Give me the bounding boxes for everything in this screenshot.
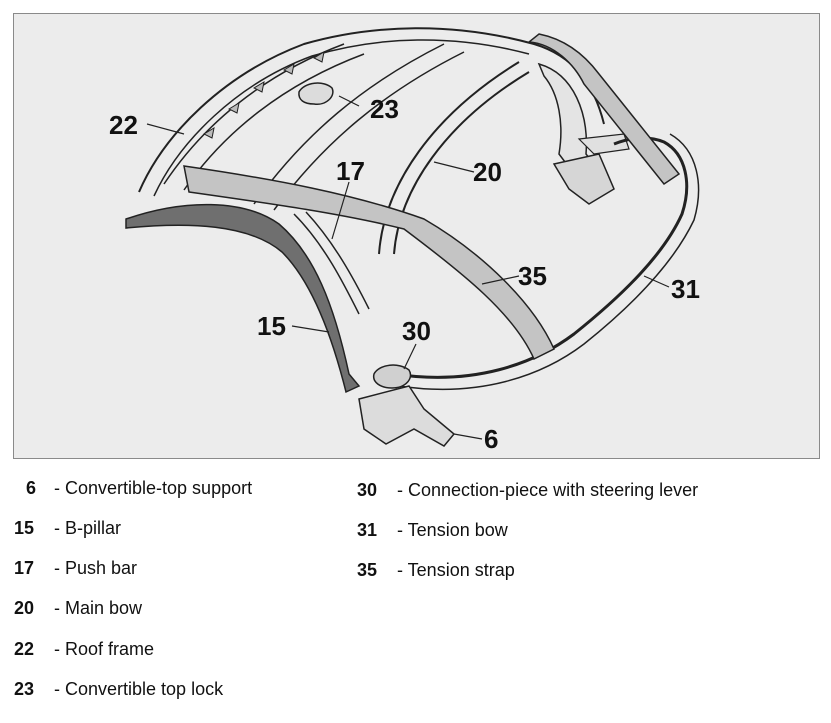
callout-31: 31 bbox=[671, 274, 700, 304]
legend-text: - B-pillar bbox=[54, 518, 122, 538]
legend-number: 35 bbox=[357, 560, 378, 580]
legend-text: - Tension strap bbox=[397, 560, 515, 580]
callout-22: 22 bbox=[109, 110, 138, 140]
rail-details bbox=[202, 50, 325, 139]
legend-number: 15 bbox=[14, 518, 35, 538]
legend-item: 20 - Main bow bbox=[14, 597, 142, 619]
legend-text: - Convertible-top support bbox=[54, 478, 253, 498]
rear-bracket bbox=[552, 153, 615, 205]
legend-text: - Tension bow bbox=[397, 520, 508, 540]
legend-number: 20 bbox=[14, 598, 35, 618]
legend-number: 30 bbox=[357, 480, 378, 500]
legend-number: 17 bbox=[14, 558, 35, 578]
legend-number: 23 bbox=[14, 679, 35, 699]
roof-frame-inner bbox=[153, 39, 530, 197]
tension-bow-inner bbox=[398, 133, 700, 391]
legend-item: 6 - Convertible-top support bbox=[14, 477, 252, 499]
legend-number: 6 bbox=[26, 478, 37, 498]
callout-17: 17 bbox=[336, 156, 365, 186]
push-bar bbox=[293, 211, 370, 315]
rear-bracket-arm bbox=[577, 133, 630, 155]
callout-23: 23 bbox=[370, 94, 399, 124]
legend-item: 17 - Push bar bbox=[14, 557, 137, 579]
legend-text: - Push bar bbox=[54, 558, 138, 578]
callout-20: 20 bbox=[473, 157, 502, 187]
legend-text: - Connection-piece with steering lever bbox=[397, 480, 699, 500]
connection-piece bbox=[372, 364, 412, 389]
legend-number: 22 bbox=[14, 639, 35, 659]
top-support bbox=[358, 385, 456, 447]
top-lock bbox=[298, 82, 334, 105]
legend-number: 31 bbox=[357, 520, 378, 540]
legend-item: 31 - Tension bow bbox=[357, 519, 508, 541]
legend-item: 35 - Tension strap bbox=[357, 559, 515, 581]
callout-35: 35 bbox=[518, 261, 547, 291]
leader-lines bbox=[146, 95, 670, 440]
callout-15: 15 bbox=[257, 311, 286, 341]
callout-6: 6 bbox=[484, 424, 499, 454]
legend-item: 15 - B-pillar bbox=[14, 517, 121, 539]
legend-item: 23 - Convertible top lock bbox=[14, 678, 223, 700]
legend-item: 22 - Roof frame bbox=[14, 638, 154, 660]
main-bow bbox=[378, 61, 530, 255]
legend-text: - Convertible top lock bbox=[54, 679, 224, 699]
tension-strap-rear bbox=[527, 33, 681, 186]
legend-text: - Roof frame bbox=[54, 639, 155, 659]
b-pillar bbox=[125, 203, 361, 394]
diagram-figure: 22 23 17 20 35 31 15 30 6 bbox=[13, 13, 820, 459]
convertible-top-drawing bbox=[125, 27, 700, 447]
tension-strap-main bbox=[183, 165, 555, 361]
callout-30: 30 bbox=[402, 316, 431, 346]
legend-text: - Main bow bbox=[54, 598, 143, 618]
legend-item: 30 - Connection-piece with steering lever bbox=[357, 479, 698, 501]
tension-bow bbox=[393, 136, 689, 379]
